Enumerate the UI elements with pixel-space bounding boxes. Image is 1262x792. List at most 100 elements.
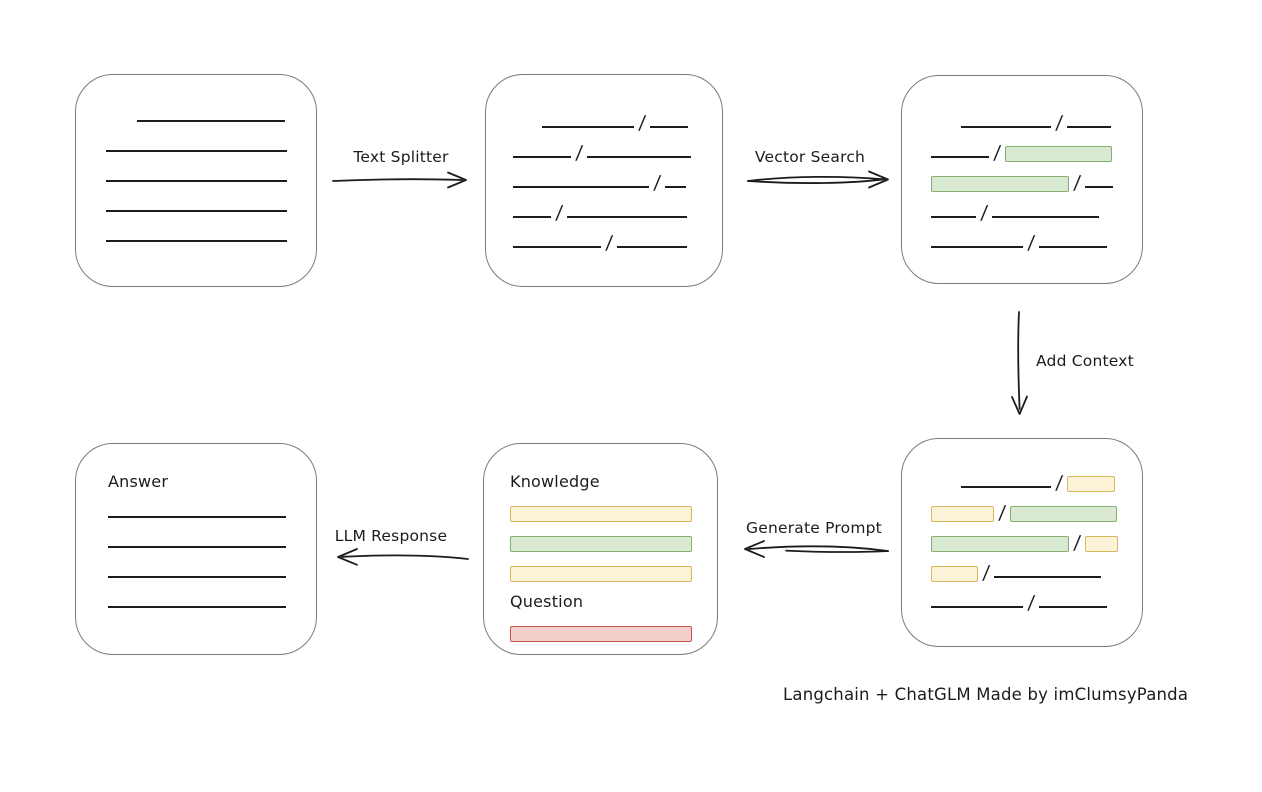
slash-separator: / bbox=[992, 142, 1002, 164]
red-chunk-bar bbox=[510, 626, 692, 642]
doc-row bbox=[510, 494, 717, 524]
text-gap bbox=[106, 127, 137, 128]
source-document-box bbox=[75, 74, 317, 287]
doc-row: / bbox=[931, 584, 1142, 614]
slash-separator: / bbox=[997, 502, 1007, 524]
slash-separator: / bbox=[1026, 592, 1036, 614]
doc-row: / bbox=[513, 224, 722, 254]
answer-label: Answer bbox=[108, 472, 169, 491]
text-line bbox=[931, 216, 976, 218]
text-line bbox=[961, 486, 1051, 488]
generate-prompt-arrow bbox=[744, 540, 889, 558]
text-line bbox=[108, 606, 286, 608]
matched-chunks-box: / / / / / bbox=[901, 75, 1143, 284]
text-line bbox=[106, 210, 287, 212]
text-line bbox=[1067, 126, 1112, 128]
text-line bbox=[108, 576, 286, 578]
text-line bbox=[513, 246, 601, 248]
green-chunk-bar bbox=[1005, 146, 1113, 162]
doc-row bbox=[108, 524, 316, 554]
doc-row: / bbox=[931, 134, 1142, 164]
doc-row: / bbox=[931, 224, 1142, 254]
add-context-label: Add Context bbox=[1036, 352, 1134, 370]
doc-row bbox=[108, 494, 316, 524]
context-chunks-box: ///// bbox=[901, 438, 1143, 647]
diagram-caption: Langchain + ChatGLM Made by imClumsyPand… bbox=[783, 685, 1189, 704]
yellow-chunk-bar bbox=[931, 506, 994, 522]
slash-separator: / bbox=[637, 112, 647, 134]
text-line bbox=[1085, 186, 1114, 188]
slash-separator: / bbox=[1054, 112, 1064, 134]
vector-search-label: Vector Search bbox=[754, 148, 866, 166]
text-line bbox=[567, 216, 688, 218]
text-line bbox=[931, 606, 1023, 608]
doc-row: / bbox=[931, 554, 1142, 584]
slash-separator: / bbox=[1072, 172, 1082, 194]
text-line bbox=[542, 126, 634, 128]
text-line bbox=[961, 126, 1051, 128]
llm-response-label: LLM Response bbox=[334, 527, 448, 545]
text-gap bbox=[931, 493, 961, 494]
text-line bbox=[106, 180, 287, 182]
yellow-chunk-bar bbox=[1085, 536, 1119, 552]
text-line bbox=[108, 546, 286, 548]
generate-prompt-label: Generate Prompt bbox=[746, 519, 882, 537]
text-line bbox=[1039, 606, 1108, 608]
text-line bbox=[587, 156, 692, 158]
answer-box: Answer bbox=[75, 443, 317, 655]
question-label: Question bbox=[510, 592, 584, 611]
vector-search-arrow bbox=[747, 170, 889, 189]
text-gap bbox=[931, 133, 961, 134]
slash-separator: / bbox=[979, 202, 989, 224]
doc-row bbox=[510, 554, 717, 584]
text-line bbox=[137, 120, 285, 122]
text-splitter-label: Text Splitter bbox=[353, 148, 449, 166]
doc-row bbox=[106, 158, 316, 188]
doc-row bbox=[510, 614, 717, 644]
doc-row: Question bbox=[510, 584, 717, 614]
green-chunk-bar bbox=[1010, 506, 1118, 522]
doc-row bbox=[106, 188, 316, 218]
text-gap bbox=[513, 133, 542, 134]
yellow-chunk-bar bbox=[510, 506, 692, 522]
add-context-arrow bbox=[1011, 311, 1028, 415]
doc-row: / bbox=[513, 164, 722, 194]
doc-row bbox=[106, 98, 316, 128]
doc-row: Answer bbox=[108, 464, 316, 494]
doc-row: / bbox=[513, 104, 722, 134]
slash-separator: / bbox=[652, 172, 662, 194]
doc-row: / bbox=[513, 134, 722, 164]
text-line bbox=[931, 246, 1023, 248]
doc-row bbox=[106, 218, 316, 248]
text-line bbox=[513, 156, 571, 158]
doc-row: / bbox=[513, 194, 722, 224]
green-chunk-bar bbox=[931, 176, 1069, 192]
doc-row bbox=[106, 128, 316, 158]
text-line bbox=[108, 516, 286, 518]
text-line bbox=[665, 186, 687, 188]
slash-separator: / bbox=[574, 142, 584, 164]
yellow-chunk-bar bbox=[931, 566, 978, 582]
slash-separator: / bbox=[981, 562, 991, 584]
knowledge-label: Knowledge bbox=[510, 472, 600, 491]
doc-row bbox=[510, 524, 717, 554]
text-line bbox=[513, 186, 649, 188]
yellow-chunk-bar bbox=[1067, 476, 1116, 492]
yellow-chunk-bar bbox=[510, 566, 692, 582]
split-chunks-box: / / / / / bbox=[485, 74, 723, 287]
text-line bbox=[992, 216, 1100, 218]
slash-separator: / bbox=[554, 202, 564, 224]
text-line bbox=[106, 240, 287, 242]
text-line bbox=[650, 126, 689, 128]
slash-separator: / bbox=[604, 232, 614, 254]
slash-separator: / bbox=[1054, 472, 1064, 494]
text-line bbox=[513, 216, 551, 218]
doc-row: Knowledge bbox=[510, 464, 717, 494]
text-line bbox=[931, 156, 989, 158]
text-line bbox=[106, 150, 287, 152]
doc-row: / bbox=[931, 104, 1142, 134]
doc-row bbox=[108, 554, 316, 584]
slash-separator: / bbox=[1026, 232, 1036, 254]
